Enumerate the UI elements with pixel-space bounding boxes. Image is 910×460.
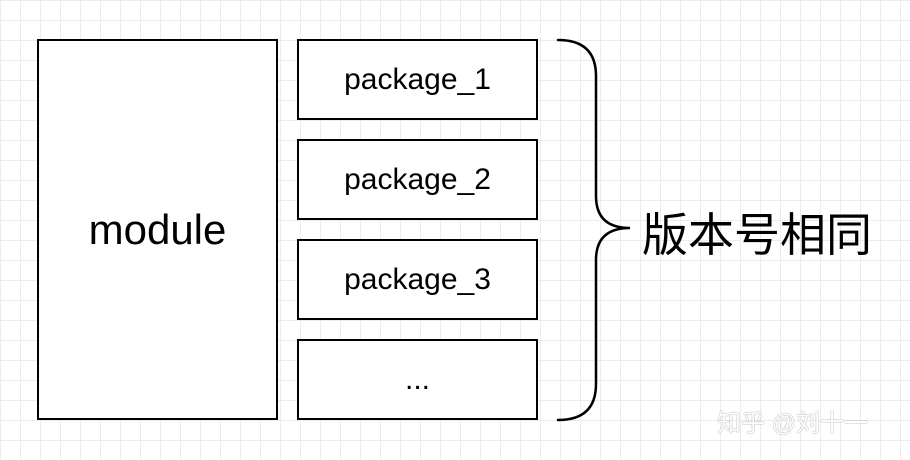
package-box-ellipsis: ...: [297, 339, 538, 420]
package-label-3: package_3: [344, 262, 491, 296]
package-box-2: package_2: [297, 139, 538, 220]
module-box: module: [37, 39, 278, 420]
same-version-label: 版本号相同: [642, 209, 872, 261]
package-label-1: package_1: [344, 62, 491, 96]
package-label-2: package_2: [344, 162, 491, 196]
module-label: module: [88, 205, 227, 253]
watermark: 知乎 @刘十一: [717, 410, 869, 437]
package-box-1: package_1: [297, 39, 538, 120]
package-label-ellipsis: ...: [404, 362, 430, 396]
package-box-3: package_3: [297, 239, 538, 320]
curly-brace: [556, 38, 630, 422]
